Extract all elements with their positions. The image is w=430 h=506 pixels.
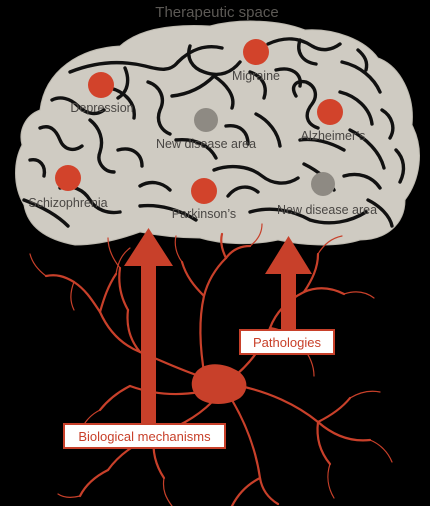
pathologies-arrow [265, 236, 312, 334]
pathologies-box: Pathologies [239, 329, 335, 355]
region-dots [55, 39, 343, 204]
label-new-area-2: New disease area [277, 203, 377, 217]
depression-dot[interactable] [88, 72, 114, 98]
label-alzheimers: Alzheimer’s [301, 129, 366, 143]
label-new-area-1: New disease area [156, 137, 256, 151]
neuron [29, 223, 393, 506]
new-area-1-dot[interactable] [194, 108, 218, 132]
brain-folds [22, 37, 406, 228]
diagram-title: Therapeutic space [155, 4, 278, 21]
label-schizophrenia: Schizophrenia [28, 196, 107, 210]
new-area-2-dot[interactable] [311, 172, 335, 196]
mechanisms-label: Biological mechanisms [78, 429, 211, 444]
parkinsons-dot[interactable] [191, 178, 217, 204]
pathologies-label: Pathologies [253, 335, 321, 350]
region-labels: Migraine Depression Alzheimer’s New dise… [28, 69, 377, 221]
neuron-soma [191, 364, 247, 404]
alzheimers-dot[interactable] [317, 99, 343, 125]
label-depression: Depression [70, 101, 133, 115]
arrows [124, 228, 312, 426]
label-parkinsons: Parkinson’s [172, 207, 236, 221]
mechanisms-box: Biological mechanisms [63, 423, 226, 449]
label-migraine: Migraine [232, 69, 280, 83]
mechanisms-arrow [124, 228, 173, 426]
migraine-dot[interactable] [243, 39, 269, 65]
schizophrenia-dot[interactable] [55, 165, 81, 191]
